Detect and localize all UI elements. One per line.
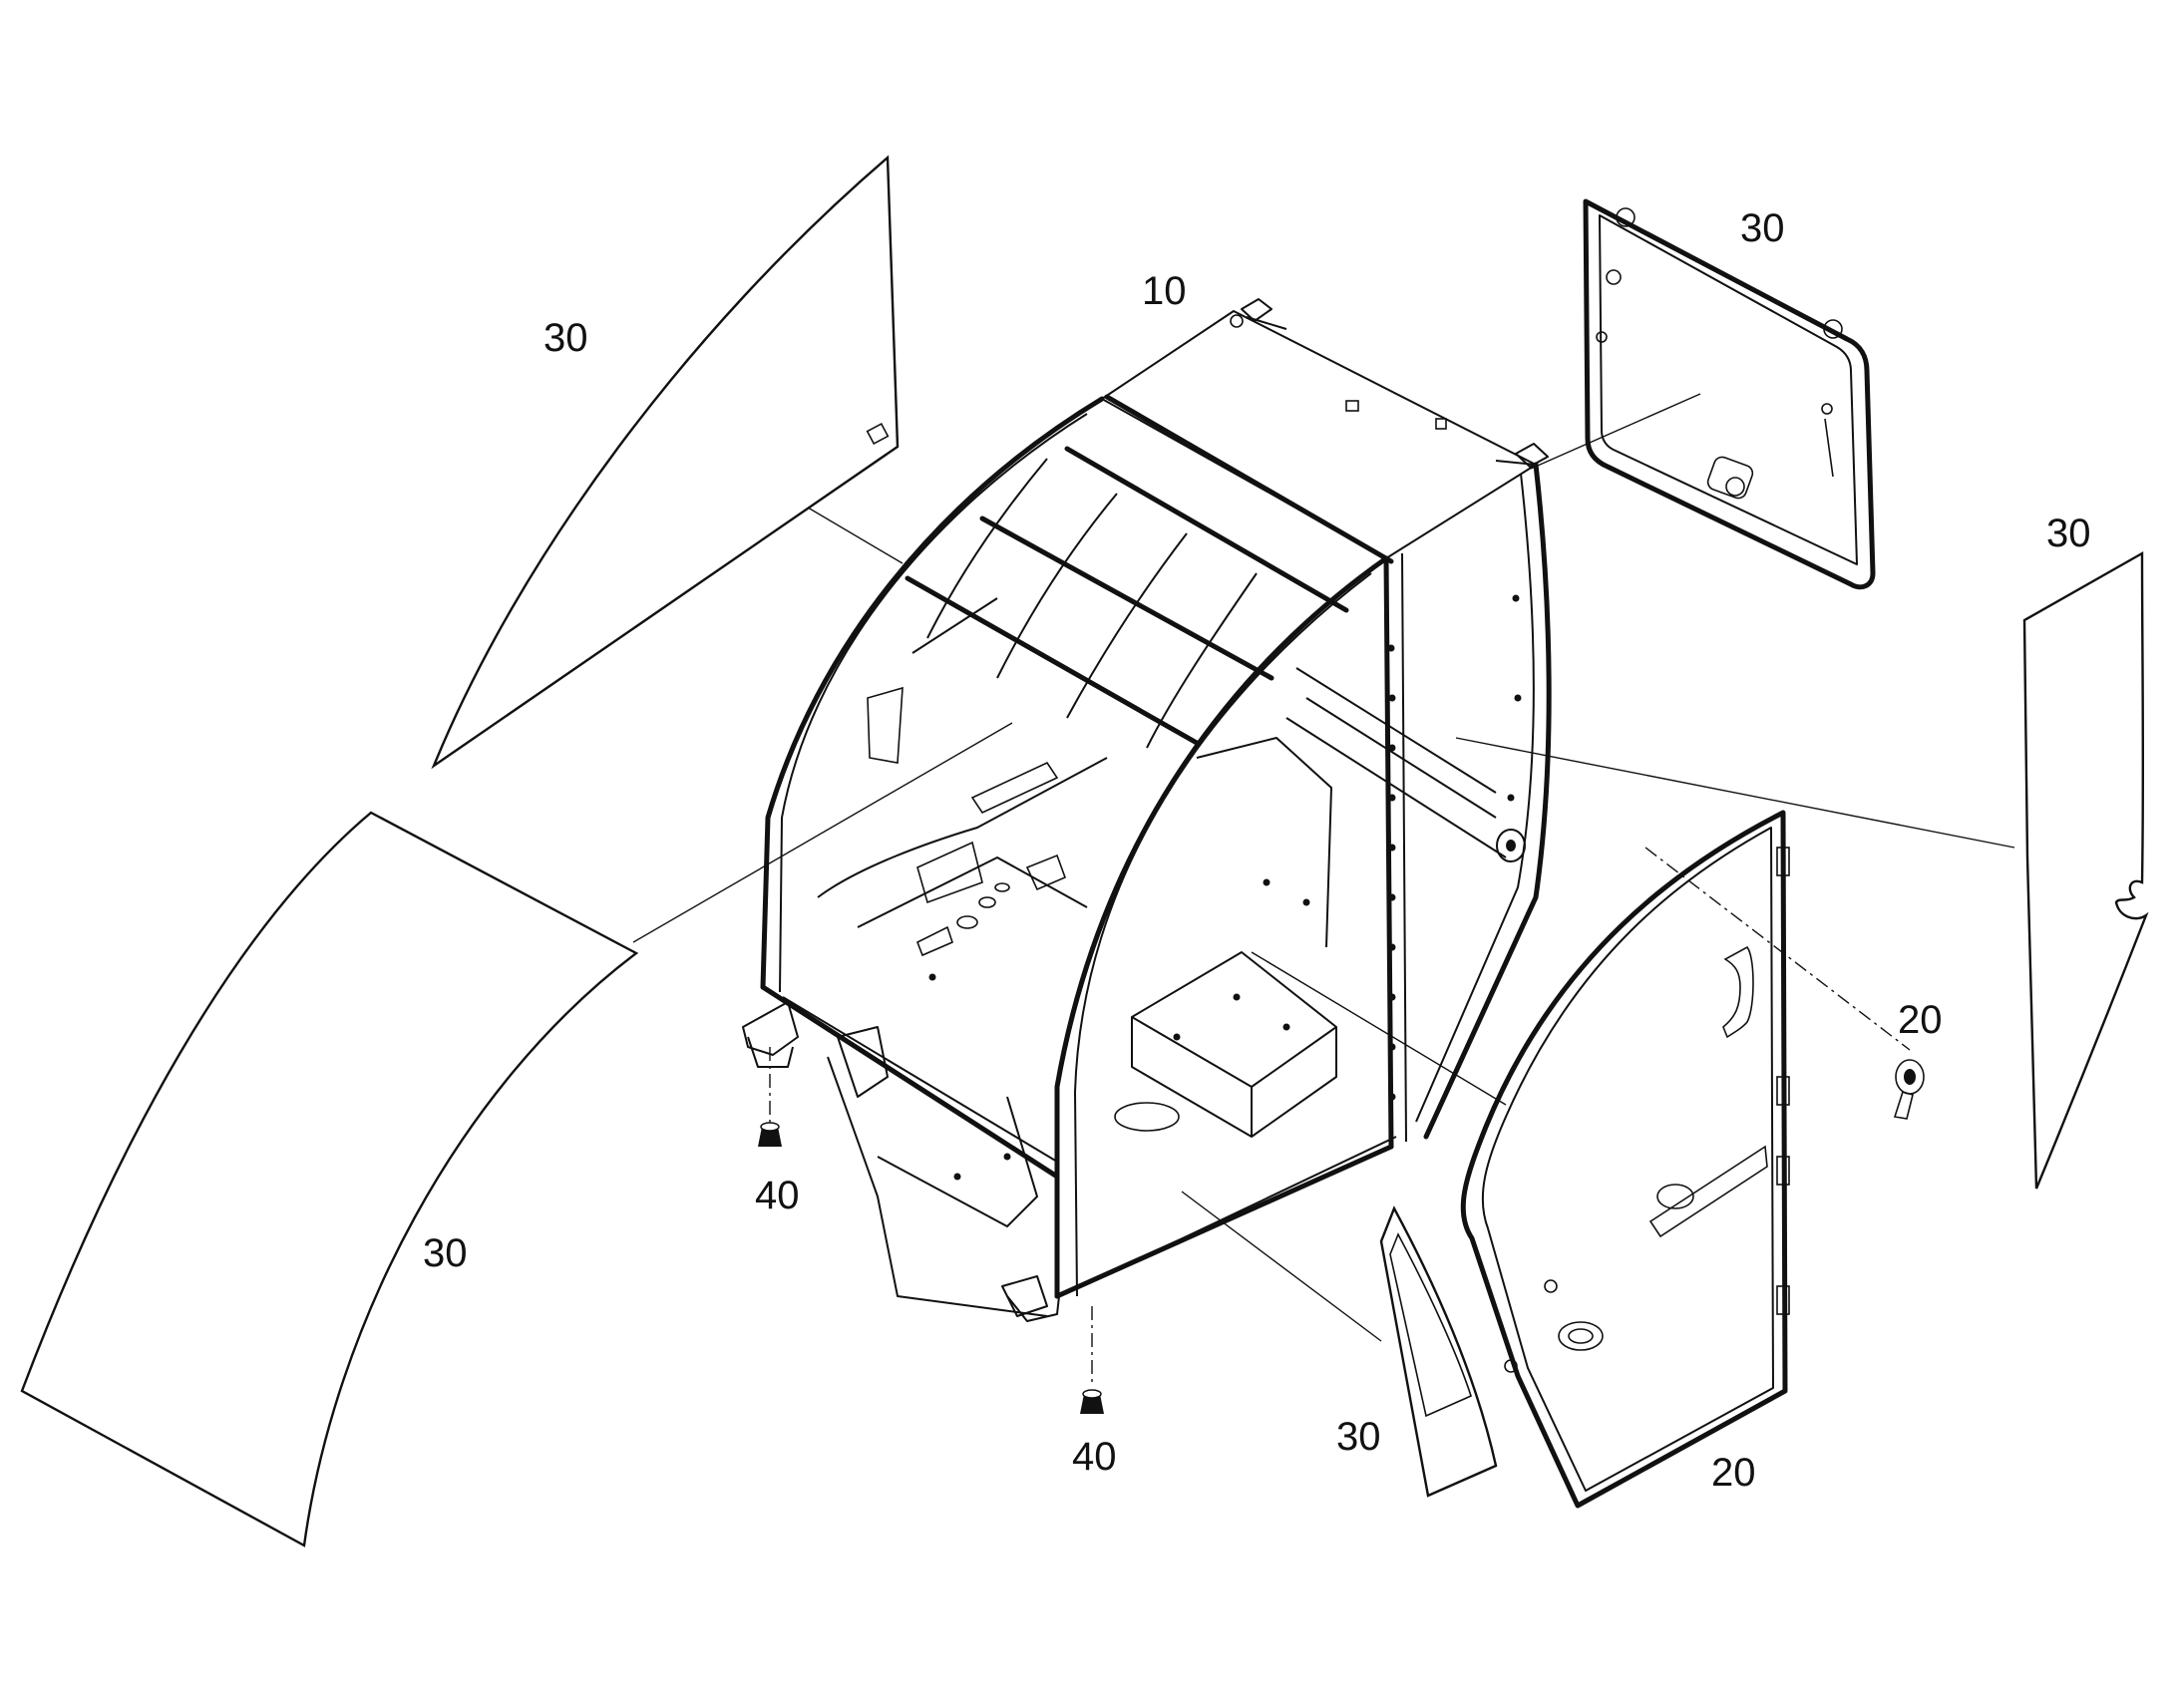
rear-window-frame [1583, 198, 1876, 590]
door-hinge-part [1893, 1059, 1925, 1120]
glass-side-right [2022, 550, 2149, 1190]
callout-mount-center: 40 [1072, 1435, 1117, 1479]
cab-frame [742, 298, 1552, 1322]
callout-mount-left: 40 [755, 1174, 800, 1217]
mount-center [1080, 1389, 1104, 1414]
callout-cab-frame: 10 [1142, 269, 1187, 313]
callout-glass-front-left: 30 [544, 316, 588, 360]
callout-glass-lower-small: 30 [1336, 1415, 1381, 1459]
frame-rivets [928, 594, 1522, 1181]
callout-door-left: 20 [1711, 1451, 1756, 1495]
glass-front-left-label-square [866, 422, 890, 446]
callout-glass-roof-large: 30 [423, 1231, 468, 1275]
cab-door [1460, 810, 1790, 1509]
glass-lower-small-inner [1389, 1232, 1472, 1418]
glass-lower-small [1379, 1205, 1498, 1498]
callout-door-hinge: 20 [1898, 998, 1943, 1042]
glass-front-left [431, 155, 900, 770]
leader-lines [632, 393, 2015, 1386]
glass-roof-large [20, 811, 639, 1547]
callout-glass-rear-window: 30 [1740, 206, 1785, 250]
callout-glass-side-right: 30 [2046, 512, 2091, 555]
mount-left [758, 1122, 782, 1147]
